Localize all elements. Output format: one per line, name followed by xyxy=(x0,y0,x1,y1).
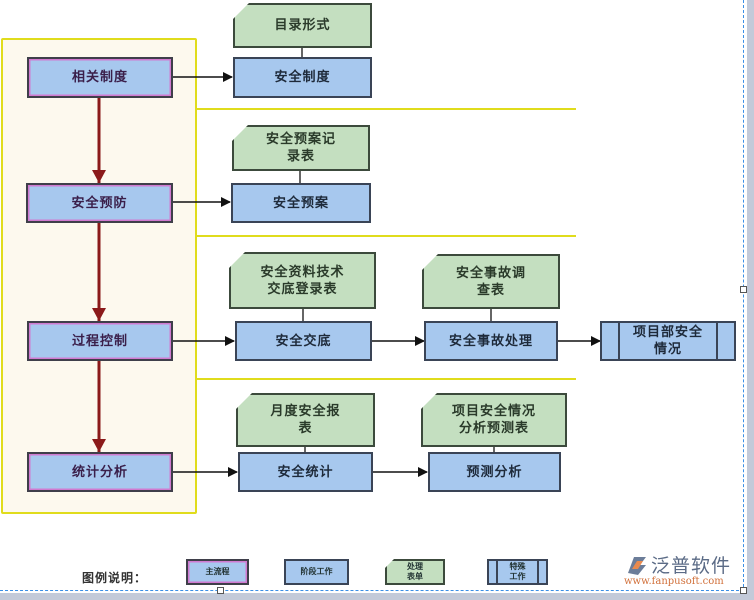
scroll-gutter-bottom xyxy=(0,593,754,600)
form-label: 月度安全报表 xyxy=(270,404,341,436)
legend-label: 主流程 xyxy=(205,567,230,576)
stage-label: 安全统计 xyxy=(277,464,334,480)
lane-divider-3 xyxy=(195,378,576,380)
main-step-process-control[interactable]: 过程控制 xyxy=(27,321,173,361)
legend-label: 特殊工作 xyxy=(509,562,526,581)
stage-label: 安全事故处理 xyxy=(448,333,533,349)
legend-title: 图例说明： xyxy=(82,571,148,585)
form-label: 目录形式 xyxy=(274,18,331,33)
special-project-safety-status[interactable]: 项目部安全情况 xyxy=(600,321,736,361)
form-safety-forecast-table[interactable]: 项目安全情况分析预测表 xyxy=(421,393,567,447)
selection-border-bottom xyxy=(0,590,744,591)
main-step-label: 相关制度 xyxy=(71,70,128,85)
legend-special-right-bar xyxy=(537,561,539,583)
resize-handle-right[interactable] xyxy=(740,286,747,293)
main-step-statistics-analysis[interactable]: 统计分析 xyxy=(27,452,173,492)
legend-label: 阶段工作 xyxy=(300,567,333,576)
brand-logo-icon xyxy=(628,557,646,575)
legend-label: 处理表单 xyxy=(407,562,423,581)
special-right-bar xyxy=(716,323,718,359)
stage-emergency-plan[interactable]: 安全预案 xyxy=(231,183,371,223)
stage-label: 安全制度 xyxy=(274,70,331,85)
scroll-gutter-right xyxy=(747,0,754,600)
special-left-bar xyxy=(618,323,620,359)
brand-watermark: 泛普软件 www.fanpusoft.com xyxy=(622,551,744,591)
main-step-label: 统计分析 xyxy=(71,464,128,480)
form-accident-investigation[interactable]: 安全事故调查表 xyxy=(422,254,560,309)
resize-handle-corner[interactable] xyxy=(740,587,747,594)
legend-special-left-bar xyxy=(496,561,498,583)
special-label: 项目部安全情况 xyxy=(632,325,703,357)
stage-label: 安全交底 xyxy=(275,333,332,349)
main-step-label: 安全预防 xyxy=(71,195,128,211)
main-step-safety-prevention[interactable]: 安全预防 xyxy=(26,183,173,223)
form-emergency-plan-record[interactable]: 安全预案记录表 xyxy=(232,125,370,171)
main-flow-panel xyxy=(1,38,197,514)
brand-name: 泛普软件 xyxy=(651,555,732,577)
resize-handle-bottom[interactable] xyxy=(217,587,224,594)
stage-forecast-analysis[interactable]: 预测分析 xyxy=(428,452,561,492)
form-catalog[interactable]: 目录形式 xyxy=(233,3,372,48)
stage-label: 安全预案 xyxy=(272,195,329,211)
selection-border-right xyxy=(743,0,744,592)
stage-safety-rules[interactable]: 安全制度 xyxy=(233,57,372,98)
main-step-label: 过程控制 xyxy=(71,333,128,349)
legend-special-work: 特殊工作 xyxy=(487,559,548,585)
form-label: 安全预案记录表 xyxy=(265,132,336,164)
legend-stage-work: 阶段工作 xyxy=(284,559,349,585)
stage-accident-handling[interactable]: 安全事故处理 xyxy=(424,321,558,361)
legend-process-form: 处理表单 xyxy=(385,559,445,585)
form-technical-disclosure-register[interactable]: 安全资料技术交底登录表 xyxy=(229,252,376,309)
stage-safety-disclosure[interactable]: 安全交底 xyxy=(235,321,372,361)
lane-divider-1 xyxy=(195,108,576,110)
main-step-related-rules[interactable]: 相关制度 xyxy=(27,57,173,98)
form-label: 安全事故调查表 xyxy=(455,265,526,298)
form-monthly-safety-report[interactable]: 月度安全报表 xyxy=(236,393,375,447)
form-label: 项目安全情况分析预测表 xyxy=(451,404,536,436)
lane-divider-2 xyxy=(195,235,576,237)
brand-url: www.fanpusoft.com xyxy=(624,576,724,587)
form-label: 安全资料技术交底登录表 xyxy=(260,264,345,297)
legend-main-flow: 主流程 xyxy=(186,559,249,585)
stage-label: 预测分析 xyxy=(466,464,523,480)
stage-safety-statistics[interactable]: 安全统计 xyxy=(238,452,373,492)
